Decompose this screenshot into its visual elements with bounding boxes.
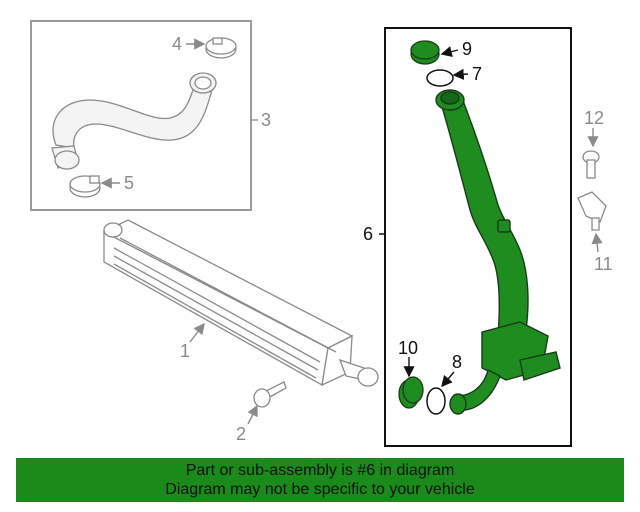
callout-leaders bbox=[100, 38, 603, 425]
callout-8: 8 bbox=[452, 352, 462, 372]
callout-2: 2 bbox=[236, 424, 246, 444]
callout-7: 7 bbox=[472, 64, 482, 84]
callout-12: 12 bbox=[584, 108, 604, 128]
callout-11: 11 bbox=[594, 254, 613, 274]
charge-air-pipe-6[interactable] bbox=[435, 89, 561, 415]
banner-line-2: Diagram may not be specific to your vehi… bbox=[165, 481, 475, 498]
bolt-2[interactable] bbox=[253, 381, 287, 408]
clamp-9[interactable] bbox=[410, 40, 440, 65]
intercooler[interactable] bbox=[102, 219, 379, 387]
part-info-banner: Part or sub-assembly is #6 in diagram Di… bbox=[16, 458, 624, 502]
callout-9: 9 bbox=[462, 39, 472, 59]
callout-1: 1 bbox=[180, 341, 190, 361]
bolt-12[interactable] bbox=[582, 150, 600, 179]
upper-intake-hose[interactable] bbox=[51, 72, 217, 170]
callout-10: 10 bbox=[398, 338, 418, 358]
banner-line-1: Part or sub-assembly is #6 in diagram bbox=[185, 462, 455, 479]
sensor-11[interactable] bbox=[577, 191, 607, 231]
callout-6: 6 bbox=[363, 224, 373, 244]
subassembly-6-box bbox=[384, 27, 572, 447]
clamp-5[interactable] bbox=[69, 175, 101, 198]
clamp-10[interactable] bbox=[398, 376, 424, 409]
callout-3: 3 bbox=[261, 110, 271, 130]
callout-5: 5 bbox=[124, 173, 134, 193]
o-ring-8[interactable] bbox=[426, 387, 446, 415]
callout-4: 4 bbox=[172, 34, 182, 54]
clamp-4[interactable] bbox=[205, 37, 237, 59]
